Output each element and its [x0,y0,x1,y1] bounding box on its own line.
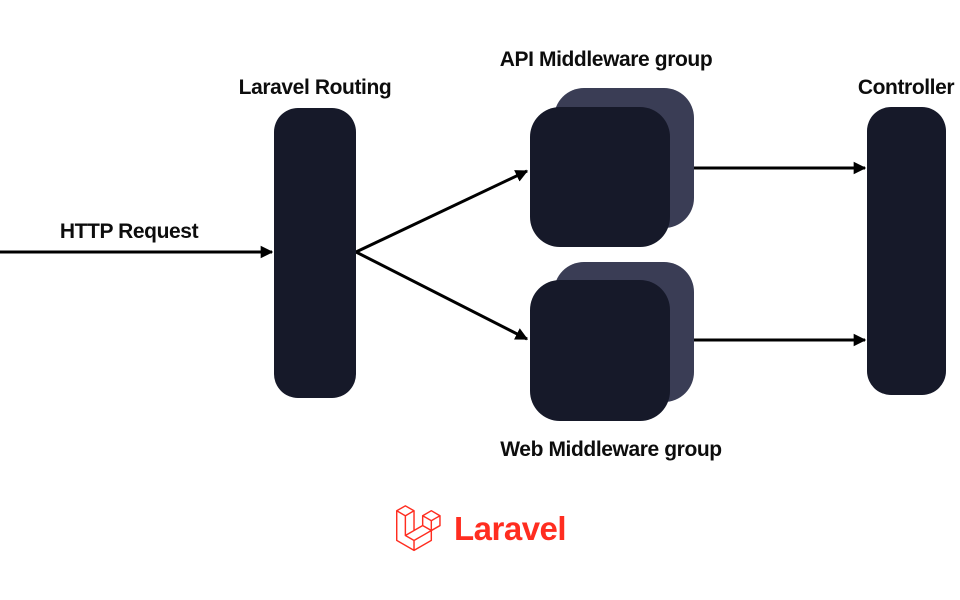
laravel-logo: Laravel [396,505,567,552]
laravel-routing-node [274,108,356,398]
arrow-routing-to-api [355,169,529,254]
laravel-wordmark: Laravel [454,510,567,547]
web-middleware-front-card [530,280,670,421]
controller-node [867,107,946,395]
laravel-routing-label: Laravel Routing [238,76,392,99]
api-middleware-label: API Middleware group [499,48,713,71]
arrow-routing-to-web [355,250,529,341]
web-middleware-label: Web Middleware group [500,438,722,461]
api-middleware-front-card [530,107,670,247]
http-request-label: HTTP Request [59,220,199,243]
laravel-logo-icon [396,505,441,552]
controller-label: Controller [857,76,955,99]
